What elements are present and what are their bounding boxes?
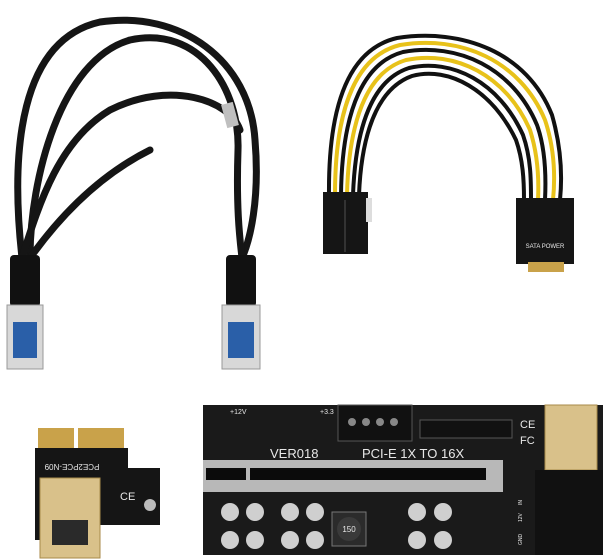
svg-text:GND: GND [518,534,524,546]
adapter-ce-mark: CE [120,491,135,503]
riser-board: 150 VER018 PCI-E 1X TO 16X +12V +3.3 CE … [203,404,603,555]
power-cable-wires [326,33,564,201]
fc-mark: FC [520,435,535,447]
voltage-12v-label: +12V [230,409,247,416]
svg-text:IN: IN [518,500,524,505]
usb-plug-left [6,255,44,370]
usb-cable [14,16,260,262]
power-in-connector [535,470,603,555]
ce-mark: CE [520,419,535,431]
sata-port [419,419,513,439]
inductor-label: 150 [342,525,356,534]
capacitors [221,503,452,549]
voltage-3v3-label: +3.3 [320,409,334,416]
sata-power-label: SATA POWER [526,244,565,250]
version-label: VER018 [270,446,318,461]
cable-tie [221,101,239,129]
pcie-6pin-connector [323,192,372,254]
model-label: PCI-E 1X TO 16X [362,446,464,461]
usb-plug-right [221,255,261,370]
usb-port [544,404,598,471]
sata-power-connector: SATA POWER [516,198,574,272]
adapter-model-label: PCE2PCE-N09 [44,462,99,471]
svg-text:12V: 12V [518,512,524,522]
adapter-card: PCE2PCE-N09 CE [35,428,160,559]
power-in-labels: GND 12V IN [518,500,524,545]
